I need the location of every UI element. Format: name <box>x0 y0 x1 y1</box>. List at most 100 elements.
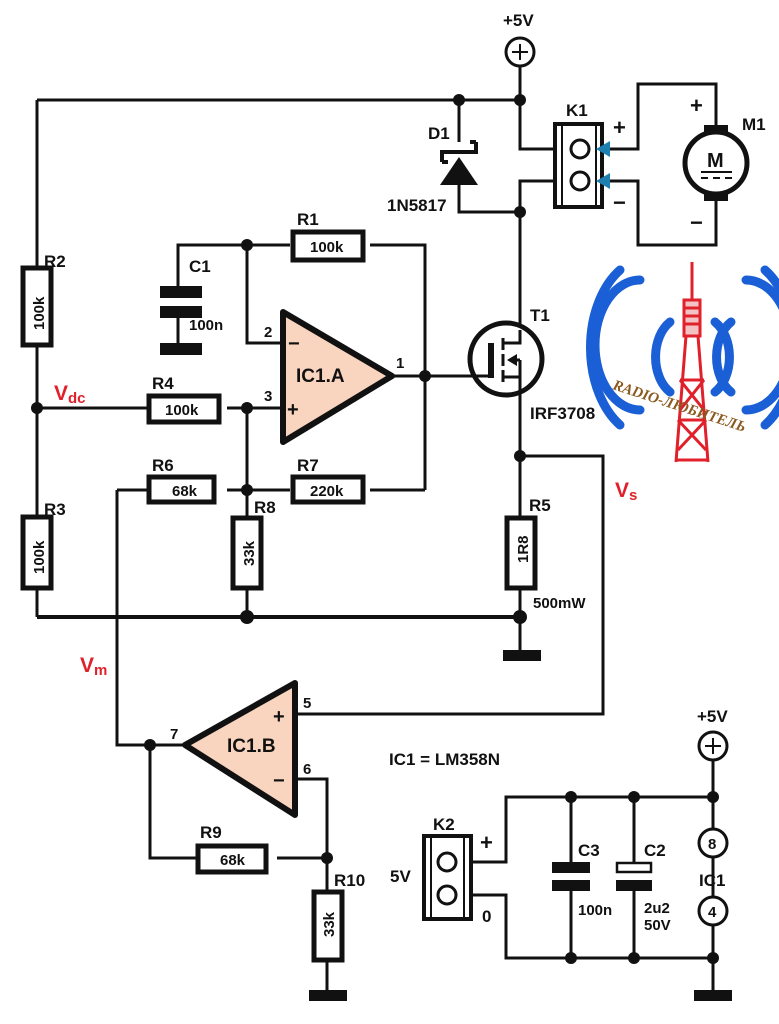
connector-k1: K1 + − <box>553 101 626 215</box>
c2-ref: C2 <box>644 841 666 860</box>
schottky-bar <box>440 142 478 162</box>
c2-value: 2u2 <box>644 900 670 917</box>
capacitor-c3: C3 100n <box>552 841 612 919</box>
ic1a-plus: + <box>287 399 299 421</box>
plus-icon <box>705 738 721 754</box>
r8-value: 33k <box>241 540 258 566</box>
c1-value: 100n <box>189 317 223 334</box>
wire-k1-motor-plus <box>605 82 718 151</box>
wire-inv-b <box>296 777 329 890</box>
opamp-icon <box>280 309 395 445</box>
resistor-icon <box>20 514 54 591</box>
junction-dot <box>565 791 577 803</box>
c3-ref: C3 <box>578 841 600 860</box>
ic1-power-ref: IC1 <box>699 871 725 890</box>
ic1b-pin5: 5 <box>303 695 311 712</box>
r9-ref: R9 <box>200 823 222 842</box>
capacitor-icon <box>552 862 590 873</box>
wire-vm <box>115 490 190 747</box>
arrow-icon <box>596 141 610 157</box>
k1-minus: − <box>613 190 626 215</box>
m1-symbol: M <box>707 150 724 172</box>
supply-bottom-label: +5V <box>697 707 728 726</box>
r6-ref: R6 <box>152 456 174 475</box>
r7-value: 220k <box>310 483 344 500</box>
t1-part: IRF3708 <box>530 404 595 423</box>
resistor-r1: R1 100k <box>290 210 366 263</box>
k1-terminal-2 <box>569 170 591 192</box>
junction-dot <box>513 610 527 624</box>
r1-ref: R1 <box>297 210 319 229</box>
k2-supply: 5V <box>390 867 411 886</box>
wire-k2-plus <box>465 795 713 864</box>
r5-value: 1R8 <box>515 535 532 563</box>
wire-inv-input <box>245 245 282 345</box>
wire-d1-bottom <box>457 184 520 214</box>
junction-dot <box>707 952 719 964</box>
wire-k1-drain <box>518 179 555 330</box>
resistor-icon <box>290 229 366 263</box>
junction-dot <box>241 239 253 251</box>
r7-ref: R7 <box>297 456 319 475</box>
r10-value: 33k <box>321 911 338 937</box>
resistor-icon <box>146 393 222 425</box>
electrolytic-capacitor-icon <box>615 861 653 874</box>
ic1b-name: IC1.B <box>227 736 276 757</box>
arrow-icon <box>596 173 610 189</box>
m1-ref: M1 <box>742 115 766 134</box>
wire-r9-left <box>148 745 197 860</box>
c2-voltage: 50V <box>644 917 671 934</box>
ic1a-minus: − <box>288 333 300 355</box>
resistor-icon <box>20 265 54 348</box>
resistor-r9: R9 68k <box>195 823 269 875</box>
k2-ref: K2 <box>433 815 455 834</box>
schottky-diode-icon <box>440 157 478 185</box>
resistor-icon <box>290 474 366 505</box>
r8-ref: R8 <box>254 498 276 517</box>
ic1-power: +5V 8 IC1 4 <box>694 707 732 1001</box>
wire-5v-k1 <box>518 66 555 151</box>
ic1b-pin7: 7 <box>170 726 178 743</box>
k2-terminal-2 <box>436 884 458 906</box>
ic1a-pin3: 3 <box>264 388 272 405</box>
motor-m1: M1 + − M <box>682 93 766 235</box>
resistor-r8: R8 33k <box>230 498 276 591</box>
resistor-r3: R3 100k <box>20 500 66 591</box>
signal-vs: Vs <box>615 479 637 504</box>
wire-k1-motor-minus <box>605 179 718 247</box>
resistor-r10: R10 33k <box>309 871 365 1001</box>
resistor-r7: R7 220k <box>290 456 366 505</box>
opamp-ic1a: IC1.A − + 2 3 1 <box>264 309 404 445</box>
junction-dot <box>514 450 526 462</box>
resistor-icon <box>230 515 264 591</box>
junction-dot <box>241 402 253 414</box>
junction-dot <box>321 852 333 864</box>
opamp-ic1b: IC1.B + − 5 6 7 <box>170 680 311 818</box>
ground-icon <box>160 343 202 355</box>
wire-k2-zero <box>465 893 713 960</box>
r5-ref: R5 <box>529 496 551 515</box>
ground-icon <box>694 990 732 1001</box>
ground-icon <box>309 990 347 1001</box>
wire-r1-feedback <box>370 243 427 490</box>
ic1-pin4-circle <box>697 895 729 927</box>
r3-value: 100k <box>31 540 48 574</box>
resistor-icon <box>195 843 269 875</box>
junction-dot <box>144 739 156 751</box>
connector-k2: K2 5V + 0 <box>390 815 493 926</box>
k2-plus: + <box>480 830 493 855</box>
r4-value: 100k <box>165 402 199 419</box>
ic1b-plus: + <box>273 706 285 728</box>
diode-d1: D1 1N5817 <box>387 124 478 215</box>
junction-dot <box>514 94 526 106</box>
m1-plus: + <box>690 93 703 118</box>
c3-value: 100n <box>578 902 612 919</box>
mosfet-t1: T1 IRF3708 <box>467 306 595 423</box>
d1-ref: D1 <box>428 124 450 143</box>
r3-ref: R3 <box>44 500 66 519</box>
t1-ref: T1 <box>530 306 550 325</box>
k2-terminal-1 <box>436 851 458 873</box>
k1-plus: + <box>613 115 626 140</box>
c1-ref: C1 <box>189 257 211 276</box>
ic1b-pin6: 6 <box>303 761 311 778</box>
